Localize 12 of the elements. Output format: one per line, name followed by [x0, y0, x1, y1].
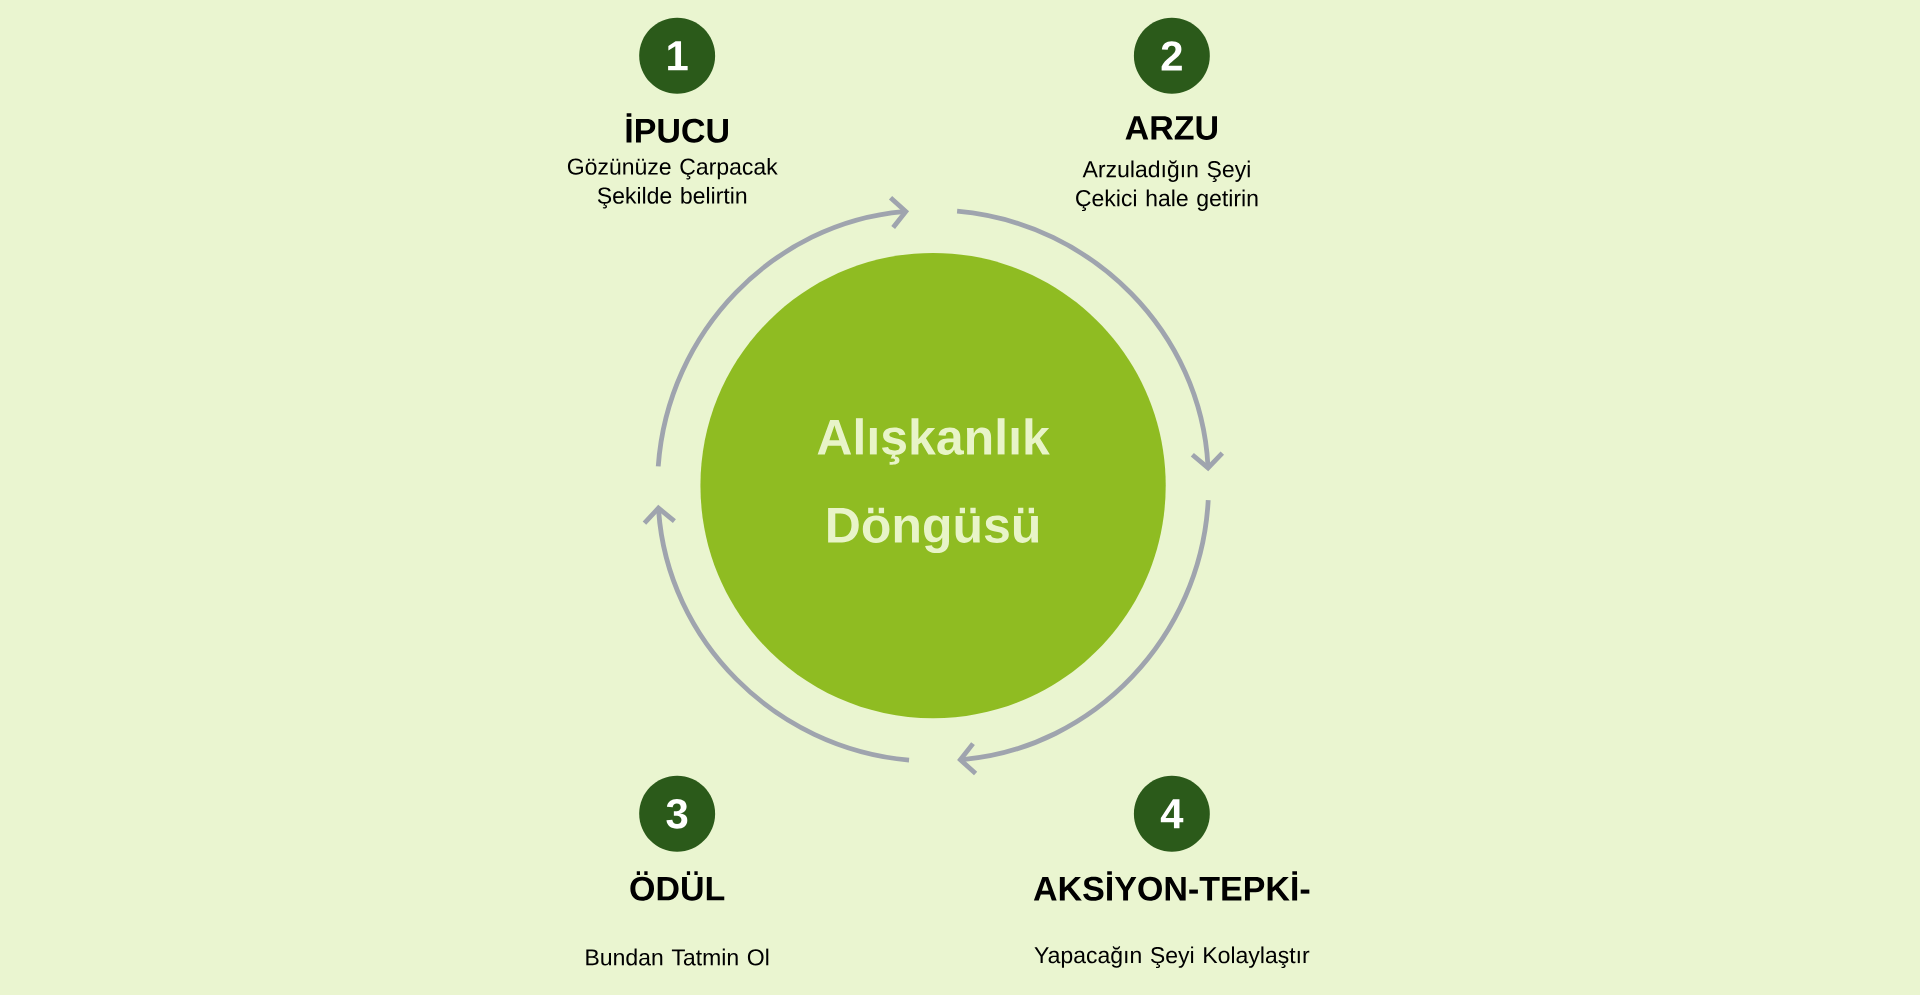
step-description: Bundan Tatmin Ol [586, 948, 769, 966]
step-heading: İPUCU [626, 113, 728, 143]
step-description: Gözünüze Çarpacak Şekilde belirtin [567, 157, 778, 209]
step-description: Yapacağın Şeyi Kolaylaştır [1034, 946, 1310, 968]
step-heading: ARZU [1125, 116, 1217, 140]
step-heading: AKSİYON-TEPKİ- [1033, 871, 1310, 901]
number-badge: 2 [1133, 17, 1210, 94]
number-badge: 4 [1133, 775, 1210, 852]
number-badge: 3 [639, 775, 716, 852]
step-description: Arzuladığın Şeyi Çekici hale getirin [1076, 160, 1258, 211]
step-heading: ÖDÜL [630, 871, 725, 901]
number-badge: 1 [639, 17, 716, 94]
